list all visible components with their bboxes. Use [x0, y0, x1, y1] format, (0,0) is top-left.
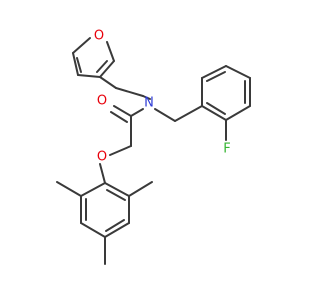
background — [0, 0, 300, 300]
bond — [109, 145, 132, 156]
bond-inner — [206, 102, 226, 115]
bond — [154, 108, 176, 122]
bond-inner — [106, 189, 126, 201]
bond — [225, 105, 251, 121]
bond — [99, 76, 117, 89]
bond — [80, 182, 106, 197]
bond-double — [110, 111, 128, 123]
bond — [174, 105, 203, 122]
bond — [72, 52, 79, 76]
bond-inner — [206, 71, 226, 82]
bond — [77, 74, 101, 78]
bond — [142, 95, 151, 100]
bond-inner — [96, 60, 108, 73]
bond — [99, 163, 106, 184]
methyl-bond — [128, 181, 153, 197]
fluorobenzene-ring — [201, 65, 251, 141]
molecule-structure: O O N O F — [0, 0, 300, 300]
bond — [99, 60, 115, 78]
bond — [106, 41, 115, 62]
bond — [130, 108, 144, 117]
ether-oxygen-label: O — [97, 150, 107, 165]
mesityl-ring — [56, 181, 153, 265]
furan-ring — [72, 37, 115, 78]
methyl-bond — [56, 181, 82, 197]
bond-inner — [76, 57, 82, 73]
amide-nitrogen-label: N — [144, 96, 154, 111]
bond-inner — [105, 219, 125, 232]
bond — [113, 105, 132, 117]
bond — [225, 65, 251, 79]
carbonyl-oxygen-label: O — [97, 94, 107, 109]
furan-oxygen-label: O — [94, 29, 104, 44]
bond — [115, 87, 144, 97]
bond — [104, 222, 130, 238]
bond — [201, 65, 227, 79]
bond — [104, 182, 130, 197]
fluorine-label: F — [223, 142, 230, 157]
bond — [72, 37, 91, 54]
bond — [80, 222, 106, 238]
molecule-canvas: O O N O F — [0, 0, 300, 300]
bond — [201, 105, 227, 121]
